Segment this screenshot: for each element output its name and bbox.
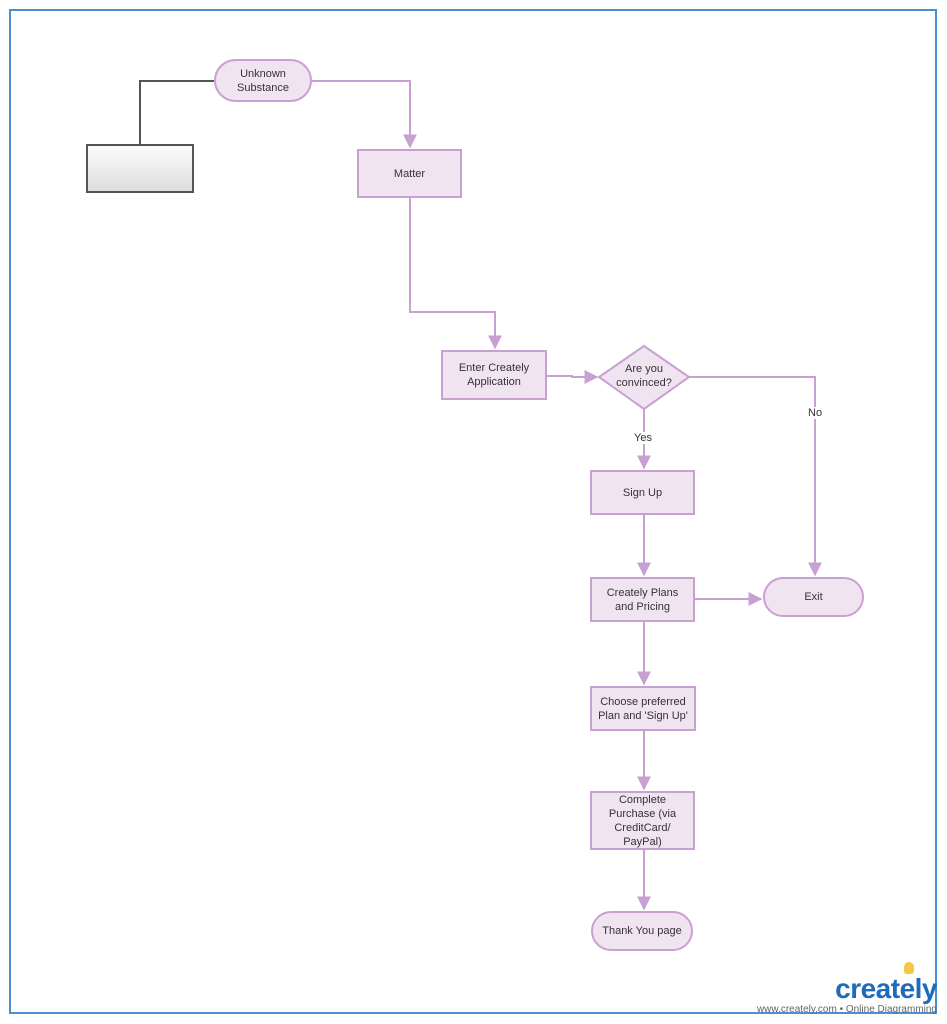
edge-label-no: No bbox=[806, 407, 825, 419]
node-sign-up[interactable]: Sign Up bbox=[590, 470, 695, 515]
node-enter-creately[interactable]: Enter Creately Application bbox=[441, 350, 547, 400]
node-plans-pricing[interactable]: Creately Plans and Pricing bbox=[590, 577, 695, 622]
node-unknown-substance[interactable]: Unknown Substance bbox=[214, 59, 312, 102]
creately-tagline: www.creately.com • Online Diagramming bbox=[756, 1004, 937, 1015]
lightbulb-icon bbox=[904, 962, 914, 974]
node-choose-plan[interactable]: Choose preferred Plan and 'Sign Up' bbox=[590, 686, 696, 731]
node-matter[interactable]: Matter bbox=[357, 149, 462, 198]
connector-enter-to-decision bbox=[547, 370, 599, 384]
creately-logo: creately bbox=[757, 962, 937, 1004]
connector-matter-to-enter bbox=[409, 198, 502, 350]
edge-label-yes: Yes bbox=[632, 432, 654, 444]
decision-label: Are you convinced? bbox=[616, 363, 672, 389]
connector-decision-no bbox=[689, 376, 822, 577]
connector-substance-to-matter bbox=[312, 80, 417, 149]
node-exit[interactable]: Exit bbox=[763, 577, 864, 617]
node-blank-box[interactable] bbox=[86, 144, 194, 193]
decision-diamond[interactable] bbox=[597, 344, 691, 411]
connector-substance-to-blank bbox=[139, 80, 214, 144]
diagram-frame bbox=[9, 9, 937, 1014]
node-complete-purchase[interactable]: Complete Purchase (via CreditCard/ PayPa… bbox=[590, 791, 695, 850]
node-thank-you[interactable]: Thank You page bbox=[591, 911, 693, 951]
creately-watermark[interactable]: creately www.creately.com • Online Diagr… bbox=[756, 962, 937, 1016]
